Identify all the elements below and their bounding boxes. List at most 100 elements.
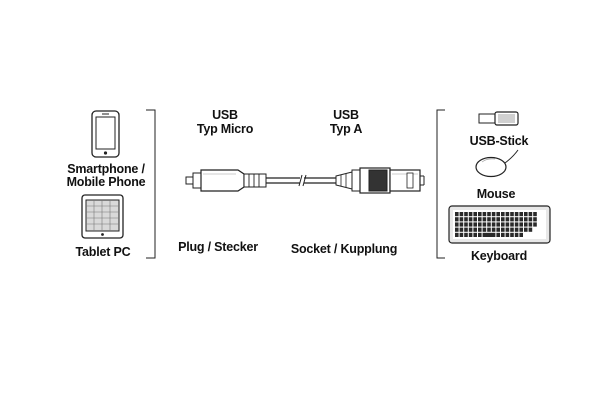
keyboard-key: [505, 212, 510, 217]
keyboard-key: [482, 222, 487, 227]
socket-label: Socket / Kupplung: [291, 242, 397, 256]
keyboard-key: [528, 217, 533, 222]
keyboard-key: [459, 232, 464, 237]
keyboard-key: [505, 217, 510, 222]
tablet-label: Tablet PC: [76, 245, 131, 259]
keyboard-key: [524, 217, 528, 222]
keyboard-key: [505, 232, 510, 237]
keyboard-key: [501, 227, 505, 232]
keyboard-key: [510, 232, 514, 237]
keyboard-key: [478, 222, 482, 227]
mouse-icon: [475, 149, 519, 178]
keyboard-key: [482, 232, 496, 237]
keyboard-key: [514, 212, 519, 217]
keyboard-key: [533, 217, 537, 222]
keyboard-key: [514, 217, 519, 222]
keyboard-key: [482, 227, 487, 232]
keyboard-icon: [448, 205, 551, 244]
left-bracket: [146, 109, 156, 259]
strain-relief-right: [335, 171, 353, 190]
keyboard-key: [468, 222, 473, 227]
keyboard-key: [528, 222, 533, 227]
keyboard-key: [524, 212, 528, 217]
micro-usb-plug-icon: [185, 169, 245, 192]
keyboard-key: [464, 227, 468, 232]
keyboard-key: [468, 217, 473, 222]
keyboard-key: [519, 222, 523, 227]
plug-label: Plug / Stecker: [178, 240, 258, 254]
keyboard-key: [510, 222, 514, 227]
keyboard-key: [482, 217, 487, 222]
keyboard-key: [487, 212, 491, 217]
keyboard-key: [496, 212, 500, 217]
keyboard-key: [478, 227, 482, 232]
keyboard-key: [464, 212, 468, 217]
keyboard-key: [473, 222, 477, 227]
keyboard-key: [510, 227, 514, 232]
keyboard-key: [459, 222, 464, 227]
keyboard-key: [459, 227, 464, 232]
keyboard-key: [478, 232, 482, 237]
typea-title-line2: Typ A: [330, 122, 363, 136]
keyboard-key: [455, 217, 459, 222]
tablet-icon: [81, 194, 124, 239]
strain-relief-left: [243, 173, 267, 188]
keyboard-key: [496, 227, 500, 232]
keyboard-key: [473, 212, 477, 217]
keyboard-key: [533, 222, 537, 227]
keyboard-key: [487, 217, 491, 222]
keyboard-key: [464, 222, 468, 227]
cable-line: [266, 174, 336, 187]
keyboard-key: [501, 217, 505, 222]
keyboard-key: [468, 212, 473, 217]
keyboard-key: [468, 232, 473, 237]
keyboard-key: [491, 222, 496, 227]
keyboard-key: [491, 227, 496, 232]
keyboard-key: [501, 222, 505, 227]
keyboard-key: [459, 217, 464, 222]
keyboard-key: [496, 217, 500, 222]
smartphone-icon: [91, 110, 120, 158]
keyboard-key: [524, 227, 528, 232]
keyboard-key: [528, 227, 533, 232]
micro-title-line1: USB: [212, 108, 238, 122]
keyboard-key: [519, 227, 523, 232]
keyboard-key: [514, 222, 519, 227]
keyboard-key: [519, 232, 523, 237]
keyboard-key: [491, 212, 496, 217]
keyboard-key: [487, 222, 491, 227]
keyboard-key: [510, 212, 514, 217]
keyboard-key: [505, 222, 510, 227]
usb-type-a-socket-icon: [351, 167, 425, 194]
keyboard-key: [455, 222, 459, 227]
keyboard-key: [505, 227, 510, 232]
keyboard-key: [455, 227, 459, 232]
keyboard-key: [510, 217, 514, 222]
keyboard-key: [473, 217, 477, 222]
keyboard-key: [464, 232, 468, 237]
keyboard-key: [514, 227, 519, 232]
keyboard-key: [491, 217, 496, 222]
keyboard-key: [468, 227, 473, 232]
keyboard-key: [533, 212, 537, 217]
keyboard-key: [524, 222, 528, 227]
right-bracket: [436, 109, 445, 259]
typea-title-line1: USB: [333, 108, 359, 122]
keyboard-key: [514, 232, 519, 237]
mouse-label: Mouse: [477, 187, 516, 201]
keyboard-key: [519, 217, 523, 222]
keyboard-key: [478, 212, 482, 217]
keyboard-key: [464, 217, 468, 222]
keyboard-key: [501, 232, 505, 237]
keyboard-label: Keyboard: [471, 249, 527, 263]
smartphone-label-line1: Smartphone /: [67, 162, 145, 176]
keyboard-key: [528, 212, 533, 217]
keyboard-key: [501, 212, 505, 217]
keyboard-key: [487, 227, 491, 232]
micro-title-line2: Typ Micro: [197, 122, 254, 136]
keyboard-key: [459, 212, 464, 217]
keyboard-key: [473, 227, 477, 232]
keyboard-key: [496, 222, 500, 227]
keyboard-key: [478, 217, 482, 222]
